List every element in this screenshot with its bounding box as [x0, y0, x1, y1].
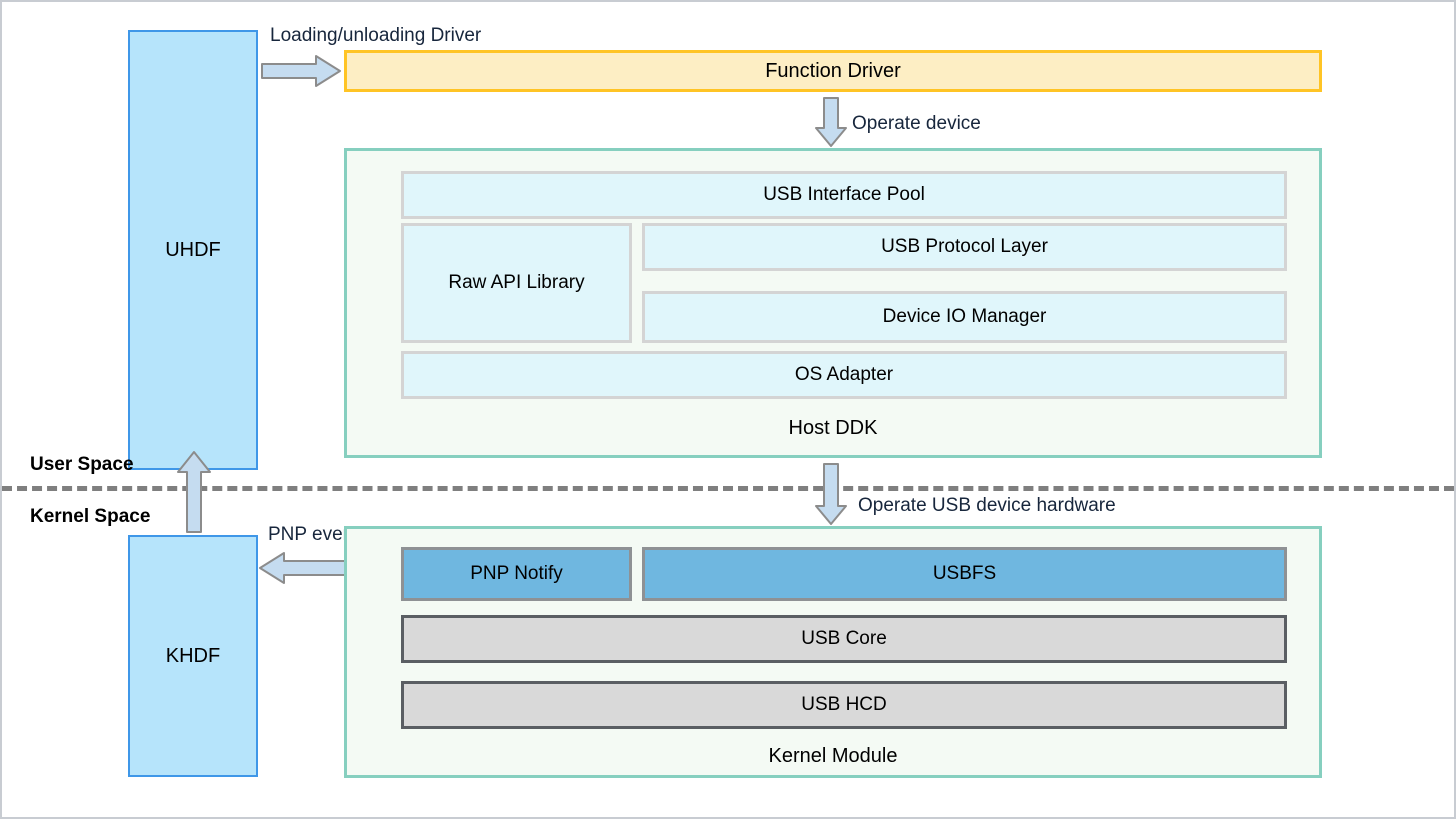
kernel-space-label: Kernel Space — [30, 506, 151, 527]
usb-interface-pool-box[interactable]: USB Interface Pool — [401, 171, 1287, 219]
os-adapter-label: OS Adapter — [794, 363, 894, 385]
arrow-down-operate-device — [814, 96, 848, 148]
khdf-panel[interactable]: KHDF — [128, 535, 258, 777]
user-space-label: User Space — [30, 454, 134, 475]
usb-core-box[interactable]: USB Core — [401, 615, 1287, 663]
raw-api-library-box[interactable]: Raw API Library — [401, 223, 632, 343]
arrow-right-loading-driver — [260, 54, 342, 88]
device-io-manager-box[interactable]: Device IO Manager — [642, 291, 1287, 343]
user-kernel-divider — [2, 486, 1454, 491]
device-io-manager-label: Device IO Manager — [882, 305, 1047, 327]
uhdf-panel[interactable]: UHDF — [128, 30, 258, 470]
arrow-up-pnp-to-uhdf — [176, 450, 212, 534]
usb-protocol-layer-box[interactable]: USB Protocol Layer — [642, 223, 1287, 271]
usb-protocol-layer-label: USB Protocol Layer — [881, 235, 1048, 257]
pnp-notify-box[interactable]: PNP Notify — [401, 547, 632, 601]
function-driver-label: Function Driver — [765, 60, 901, 82]
usb-hcd-box[interactable]: USB HCD — [401, 681, 1287, 729]
raw-api-library-label: Raw API Library — [448, 271, 585, 293]
kernel-module-caption: Kernel Module — [768, 745, 898, 767]
usb-hcd-label: USB HCD — [801, 693, 887, 715]
khdf-label: KHDF — [165, 645, 221, 667]
host-ddk-container: USB Interface Pool Raw API Library USB P… — [344, 148, 1322, 458]
usb-core-label: USB Core — [801, 627, 887, 649]
usbfs-label: USBFS — [932, 562, 997, 584]
arrow-down-operate-usb-hardware — [814, 462, 848, 526]
os-adapter-box[interactable]: OS Adapter — [401, 351, 1287, 399]
operate-device-label: Operate device — [852, 113, 981, 134]
kernel-module-container: PNP Notify USBFS USB Core USB HCD Kernel… — [344, 526, 1322, 778]
host-ddk-caption: Host DDK — [788, 417, 878, 439]
usb-interface-pool-label: USB Interface Pool — [763, 183, 925, 205]
usbfs-box[interactable]: USBFS — [642, 547, 1287, 601]
function-driver-box[interactable]: Function Driver — [344, 50, 1322, 92]
operate-usb-hardware-label: Operate USB device hardware — [858, 495, 1116, 516]
loading-unloading-driver-label: Loading/unloading Driver — [270, 25, 482, 46]
uhdf-label: UHDF — [165, 239, 221, 261]
pnp-event-label: PNP event — [268, 524, 359, 545]
pnp-notify-label: PNP Notify — [470, 562, 563, 584]
